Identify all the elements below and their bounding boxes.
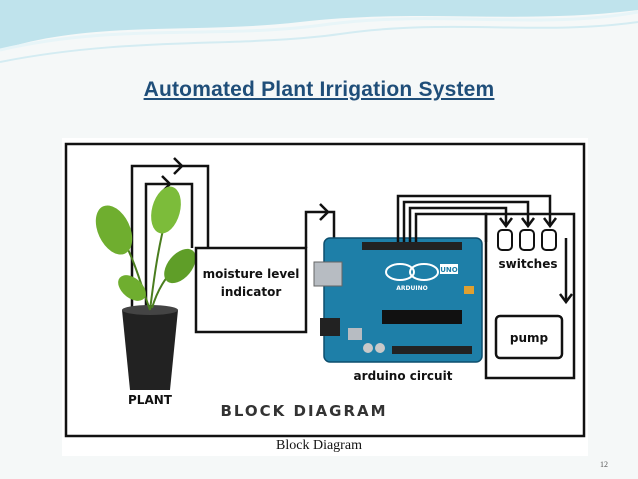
board-brand-text: ARDUINO (396, 285, 427, 292)
microcontroller-chip (382, 310, 462, 324)
arrow-icon (319, 203, 330, 221)
moisture-indicator-box (194, 246, 308, 334)
pump-label: pump (510, 331, 549, 345)
leaf (95, 205, 133, 255)
moisture-label-line1: moisture level (203, 267, 300, 281)
plant-icon (95, 186, 196, 390)
page-number: 12 (600, 460, 608, 469)
moisture-to-arduino-wire (304, 210, 336, 248)
switch-icon (497, 229, 557, 251)
block-diagram-heading: BLOCK DIAGRAM (220, 402, 387, 420)
slide-title: Automated Plant Irrigation System (143, 78, 495, 101)
board-logo-text: UNO (440, 266, 458, 274)
plant-pot (122, 310, 178, 390)
pump-box (494, 314, 564, 360)
switches-pump-box (484, 212, 576, 380)
arduino-board-icon: UNO ARDUINO (313, 237, 483, 363)
leaf (151, 186, 181, 234)
arrow-icon (499, 217, 557, 229)
figure-caption: Block Diagram (276, 438, 362, 453)
leaf (118, 275, 146, 301)
switches-label: switches (498, 257, 557, 271)
arrow-icon (559, 293, 573, 305)
leaf (164, 248, 196, 284)
plant-label: PLANT (128, 393, 173, 407)
moisture-label-line2: indicator (221, 285, 282, 299)
header-wave-decoration (0, 0, 638, 63)
arduino-label: arduino circuit (354, 369, 453, 383)
block-diagram-figure: PLANT moisture level indicator UNO ARDU (62, 138, 588, 456)
arduino-logo (385, 263, 415, 281)
block-diagram: PLANT moisture level indicator UNO ARDU (64, 142, 586, 438)
